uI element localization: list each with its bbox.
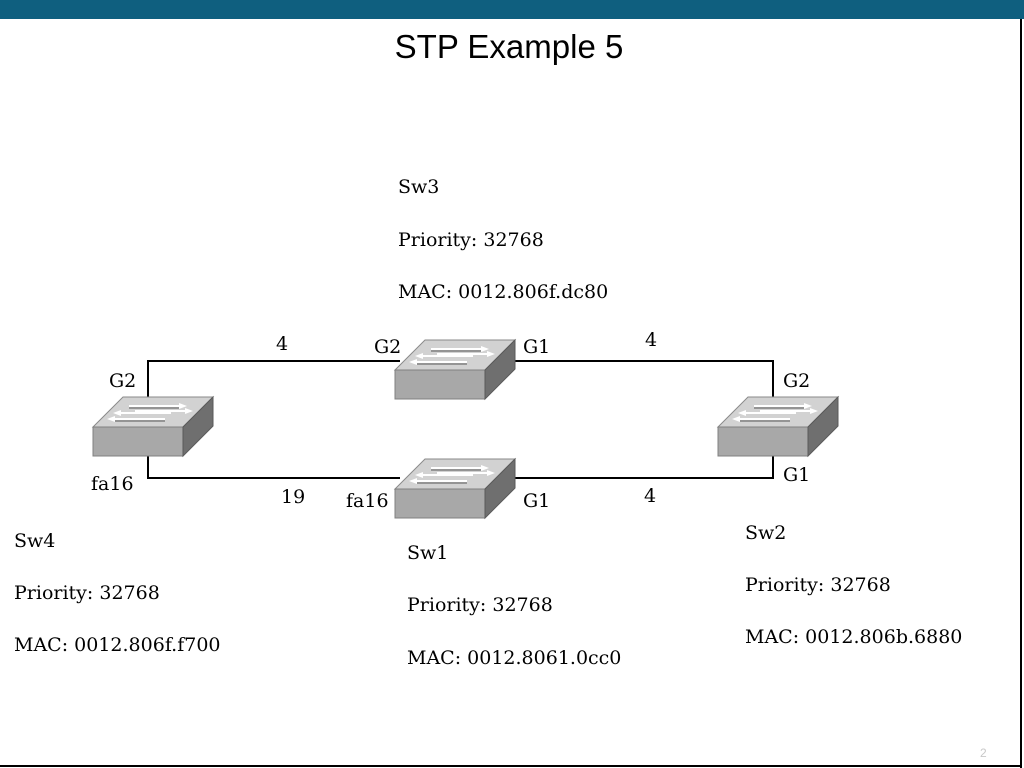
sw4-priority: Priority: 32768 [14,582,160,604]
sw2-priority: Priority: 32768 [745,574,891,596]
switch-sw2-icon [717,396,839,457]
port-label-sw2-g1: G1 [783,464,810,486]
sw1-priority: Priority: 32768 [407,594,553,616]
switch-sw4-icon [92,396,214,457]
sw1-mac: MAC: 0012.8061.0cc0 [407,647,621,669]
port-label-sw4-g2: G2 [109,370,136,392]
port-label-sw1-fa16: fa16 [346,490,389,512]
link-sw4-sw3 [147,360,400,398]
frame-border-bottom [0,765,1022,767]
link-sw4-sw1 [147,455,400,479]
sw3-name: Sw3 [398,176,439,198]
sw4-mac: MAC: 0012.806f.f700 [14,634,221,656]
link-cost-sw1-sw2: 4 [644,485,656,507]
switch-sw3-icon [394,339,516,400]
port-label-sw2-g2: G2 [783,370,810,392]
sw2-mac: MAC: 0012.806b.6880 [745,626,962,648]
sw3-mac: MAC: 0012.806f.dc80 [398,281,608,303]
sw3-priority: Priority: 32768 [398,229,544,251]
frame-border-right [1020,19,1022,768]
top-bar [0,0,1024,19]
port-label-sw4-fa16: fa16 [91,473,134,495]
sw2-name: Sw2 [745,522,786,544]
page-number: 2 [980,746,987,760]
switch-sw1-icon [394,458,516,519]
link-cost-sw4-sw1: 19 [281,486,305,508]
link-cost-sw4-sw3: 4 [276,333,288,355]
port-label-sw3-g1: G1 [523,336,550,358]
link-cost-sw3-sw2: 4 [645,329,657,351]
port-label-sw1-g1: G1 [523,490,550,512]
link-sw1-sw2 [508,455,774,479]
sw1-name: Sw1 [407,542,448,564]
slide-title: STP Example 5 [394,28,624,65]
port-label-sw3-g2: G2 [374,336,401,358]
sw4-name: Sw4 [14,530,55,552]
link-sw3-sw2 [508,360,774,398]
